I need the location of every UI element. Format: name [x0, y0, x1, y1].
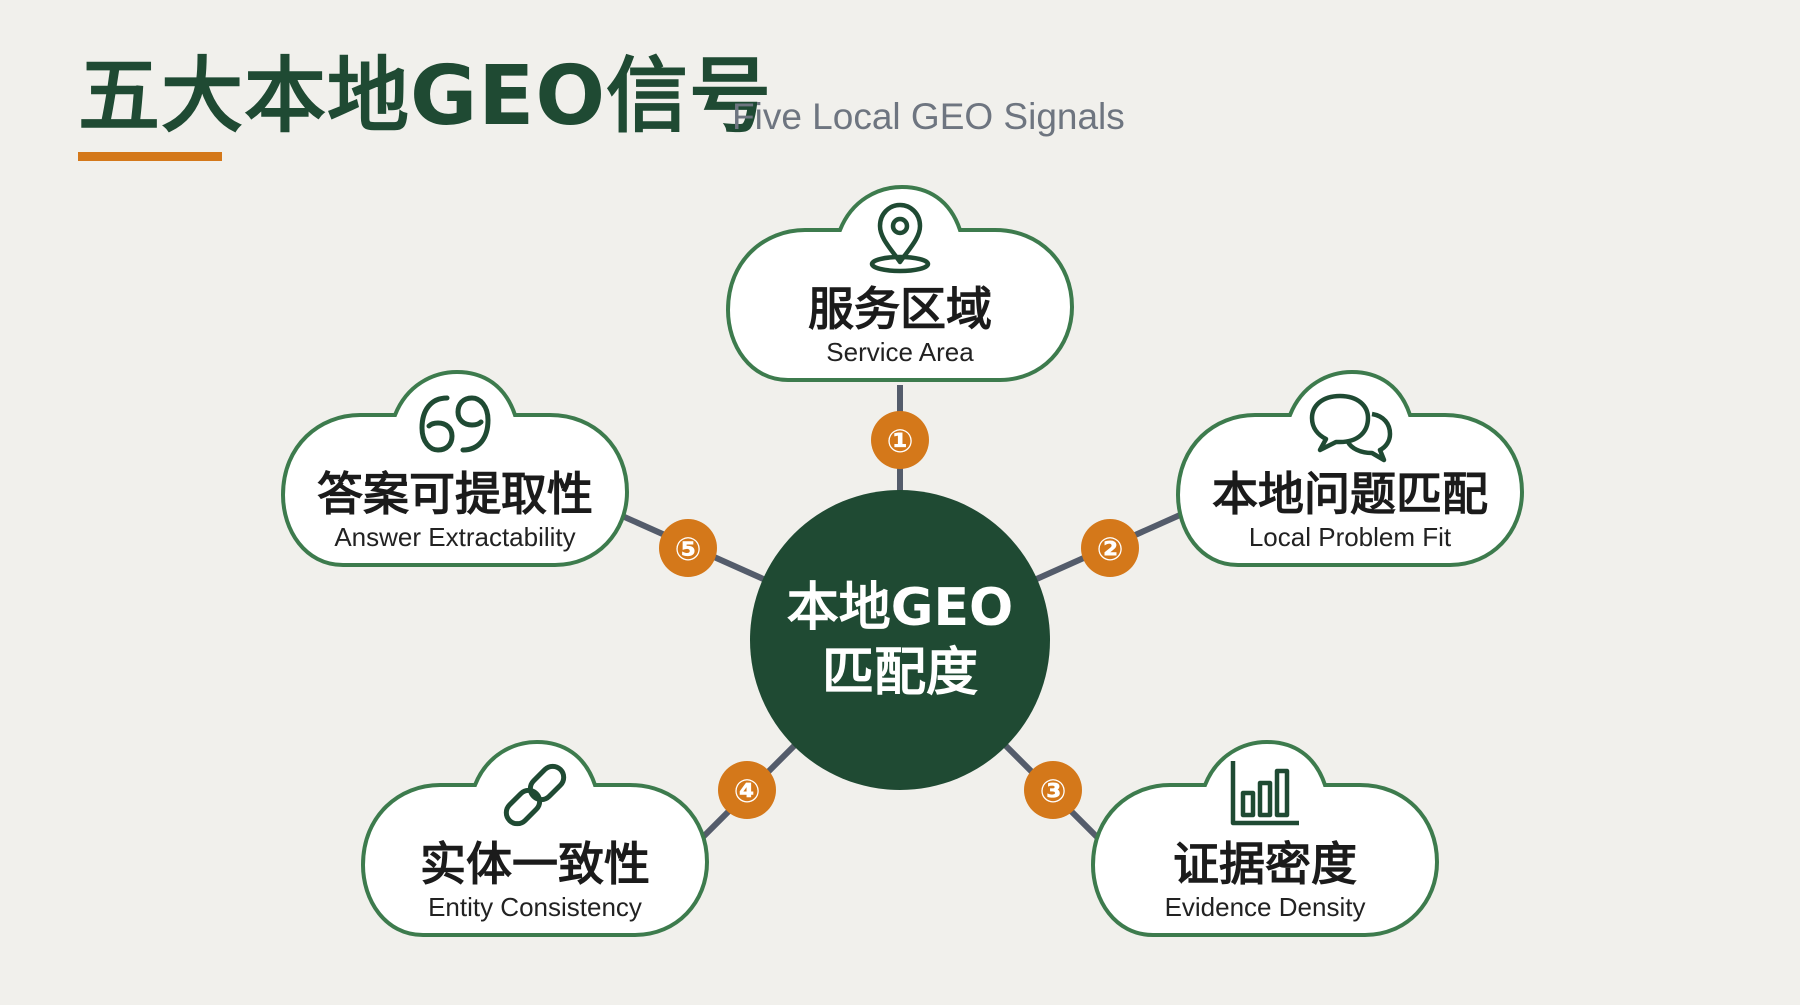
node-local-problem-fit: 本地问题匹配 Local Problem Fit — [1176, 370, 1524, 567]
node-local-problem-fit-en: Local Problem Fit — [1249, 522, 1452, 552]
badge-1-label: ① — [886, 422, 913, 460]
badge-3: ③ — [1024, 761, 1082, 819]
node-evidence-density-cn: 证据密度 — [1173, 837, 1357, 891]
badge-5-label: ⑤ — [674, 530, 701, 568]
title-underline — [78, 152, 222, 161]
badge-2-label: ② — [1096, 530, 1123, 568]
node-answer-extractability-cn: 答案可提取性 — [317, 467, 593, 521]
node-answer-extractability-en: Answer Extractability — [334, 522, 575, 552]
quote-icon — [419, 395, 491, 453]
bar-chart-icon — [1230, 761, 1299, 826]
node-entity-consistency-en: Entity Consistency — [428, 892, 642, 922]
badge-4: ④ — [718, 761, 776, 819]
center-line-1: 本地GEO — [787, 578, 1013, 638]
node-entity-consistency-cn: 实体一致性 — [420, 837, 650, 891]
node-service-area-en: Service Area — [826, 337, 974, 367]
badge-4-label: ④ — [733, 772, 760, 810]
center-hub: 本地GEO 匹配度 — [750, 490, 1050, 790]
link-icon — [503, 763, 567, 827]
center-line-2: 匹配度 — [822, 643, 978, 703]
badge-1: ① — [871, 411, 929, 469]
badge-3-label: ③ — [1039, 772, 1066, 810]
page-title: 五大本地GEO信号 — [78, 49, 773, 144]
badge-2: ② — [1081, 519, 1139, 577]
map-pin-icon — [869, 202, 931, 274]
badge-5: ⑤ — [659, 519, 717, 577]
node-evidence-density: 证据密度 Evidence Density — [1091, 740, 1439, 937]
node-service-area-cn: 服务区域 — [808, 282, 992, 336]
node-answer-extractability: 答案可提取性 Answer Extractability — [281, 370, 629, 567]
page-subtitle: Five Local GEO Signals — [732, 96, 1125, 137]
node-entity-consistency: 实体一致性 Entity Consistency — [361, 740, 709, 937]
node-service-area: 服务区域 Service Area — [726, 185, 1074, 382]
node-local-problem-fit-cn: 本地问题匹配 — [1212, 467, 1488, 521]
chat-bubbles-icon — [1309, 393, 1393, 463]
node-evidence-density-en: Evidence Density — [1165, 892, 1366, 922]
